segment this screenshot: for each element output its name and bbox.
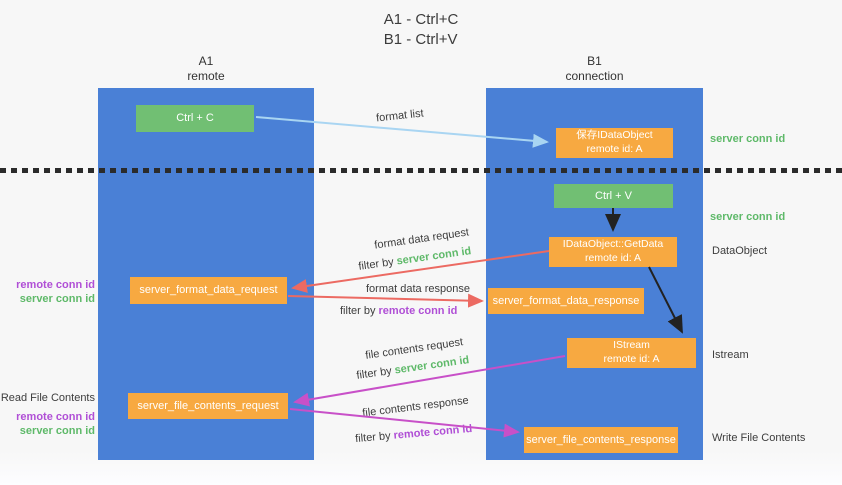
node-server-file-contents-response-label: server_file_contents_response xyxy=(526,433,676,446)
lane-a-id: A1 xyxy=(198,54,214,68)
remote-conn-id-key: remote conn id xyxy=(378,305,458,317)
node-save-idataobject-line2: remote id: A xyxy=(586,143,643,155)
node-idataobject-getdata-line2: remote id: A xyxy=(584,252,642,264)
node-idataobject-getdata: IDataObject::GetData remote id: A xyxy=(549,237,677,267)
lane-b-id: B1 xyxy=(587,54,602,68)
session-separator-line xyxy=(0,168,842,173)
server-conn-id-key: server conn id xyxy=(395,245,473,268)
node-istream: IStream remote id: A xyxy=(567,338,696,368)
dataobject-label: DataObject xyxy=(712,245,768,257)
server-conn-id-label-left-top: server conn id xyxy=(19,293,95,305)
server-conn-id-label-mid: server conn id xyxy=(710,211,786,223)
node-server-format-data-request-label: server_format_data_request xyxy=(139,284,278,297)
node-server-file-contents-response: server_file_contents_response xyxy=(524,427,678,453)
title-line-1: A1 - Ctrl+C xyxy=(383,11,459,28)
filter-by-text: filter by xyxy=(355,364,396,382)
node-istream-line2: remote id: A xyxy=(603,353,660,365)
format-list-label: format list xyxy=(375,107,425,125)
istream-label: Istream xyxy=(712,349,749,361)
diagram-title: A1 - Ctrl+C B1 - Ctrl+V xyxy=(0,10,842,51)
node-ctrl-c: Ctrl + C xyxy=(136,105,254,132)
filter-by-text: filter by xyxy=(354,429,395,446)
node-server-format-data-response: server_format_data_response xyxy=(488,288,644,314)
lane-a-header: A1 remote xyxy=(98,54,314,83)
server-conn-id-label-left-bottom: server conn id xyxy=(19,425,95,437)
server-conn-id-key: server conn id xyxy=(393,354,471,377)
write-file-contents-label: Write File Contents xyxy=(712,432,806,444)
read-file-contents-label: Read File Contents xyxy=(0,392,95,404)
format-response-arrow xyxy=(287,293,484,308)
node-istream-line1: IStream xyxy=(613,339,650,352)
node-ctrl-v-label: Ctrl + V xyxy=(595,189,632,202)
remote-conn-id-key: remote conn id xyxy=(393,422,473,442)
node-save-idataobject-line1: 保存IDataObject xyxy=(576,129,653,142)
format-data-response-label: format data response xyxy=(366,283,470,295)
format-response-filter-label: filter by remote conn id xyxy=(340,305,457,317)
lane-b-header: B1 connection xyxy=(486,54,703,83)
node-ctrl-c-label: Ctrl + C xyxy=(176,112,214,125)
filter-by-text: filter by xyxy=(357,255,398,273)
server-conn-id-label-top: server conn id xyxy=(710,133,786,145)
file-response-filter-label: filter by remote conn id xyxy=(355,423,473,445)
file-contents-response-label: file contents response xyxy=(361,394,470,420)
node-idataobject-getdata-line1: IDataObject::GetData xyxy=(562,238,664,251)
filter-by-text: filter by xyxy=(340,305,379,317)
node-server-format-data-request: server_format_data_request xyxy=(130,277,287,304)
node-server-format-data-response-label: server_format_data_response xyxy=(492,294,640,307)
node-ctrl-v: Ctrl + V xyxy=(554,184,673,208)
remote-conn-id-label-top: remote conn id xyxy=(16,279,95,291)
node-server-file-contents-request-label: server_file_contents_request xyxy=(137,399,279,412)
lane-a-role: remote xyxy=(187,68,225,83)
remote-conn-id-label-bottom: remote conn id xyxy=(16,411,95,423)
title-line-2: B1 - Ctrl+V xyxy=(383,31,458,49)
lane-b-role: connection xyxy=(565,68,624,83)
node-save-idataobject: 保存IDataObject remote id: A xyxy=(556,128,673,158)
node-server-file-contents-request: server_file_contents_request xyxy=(128,393,288,419)
